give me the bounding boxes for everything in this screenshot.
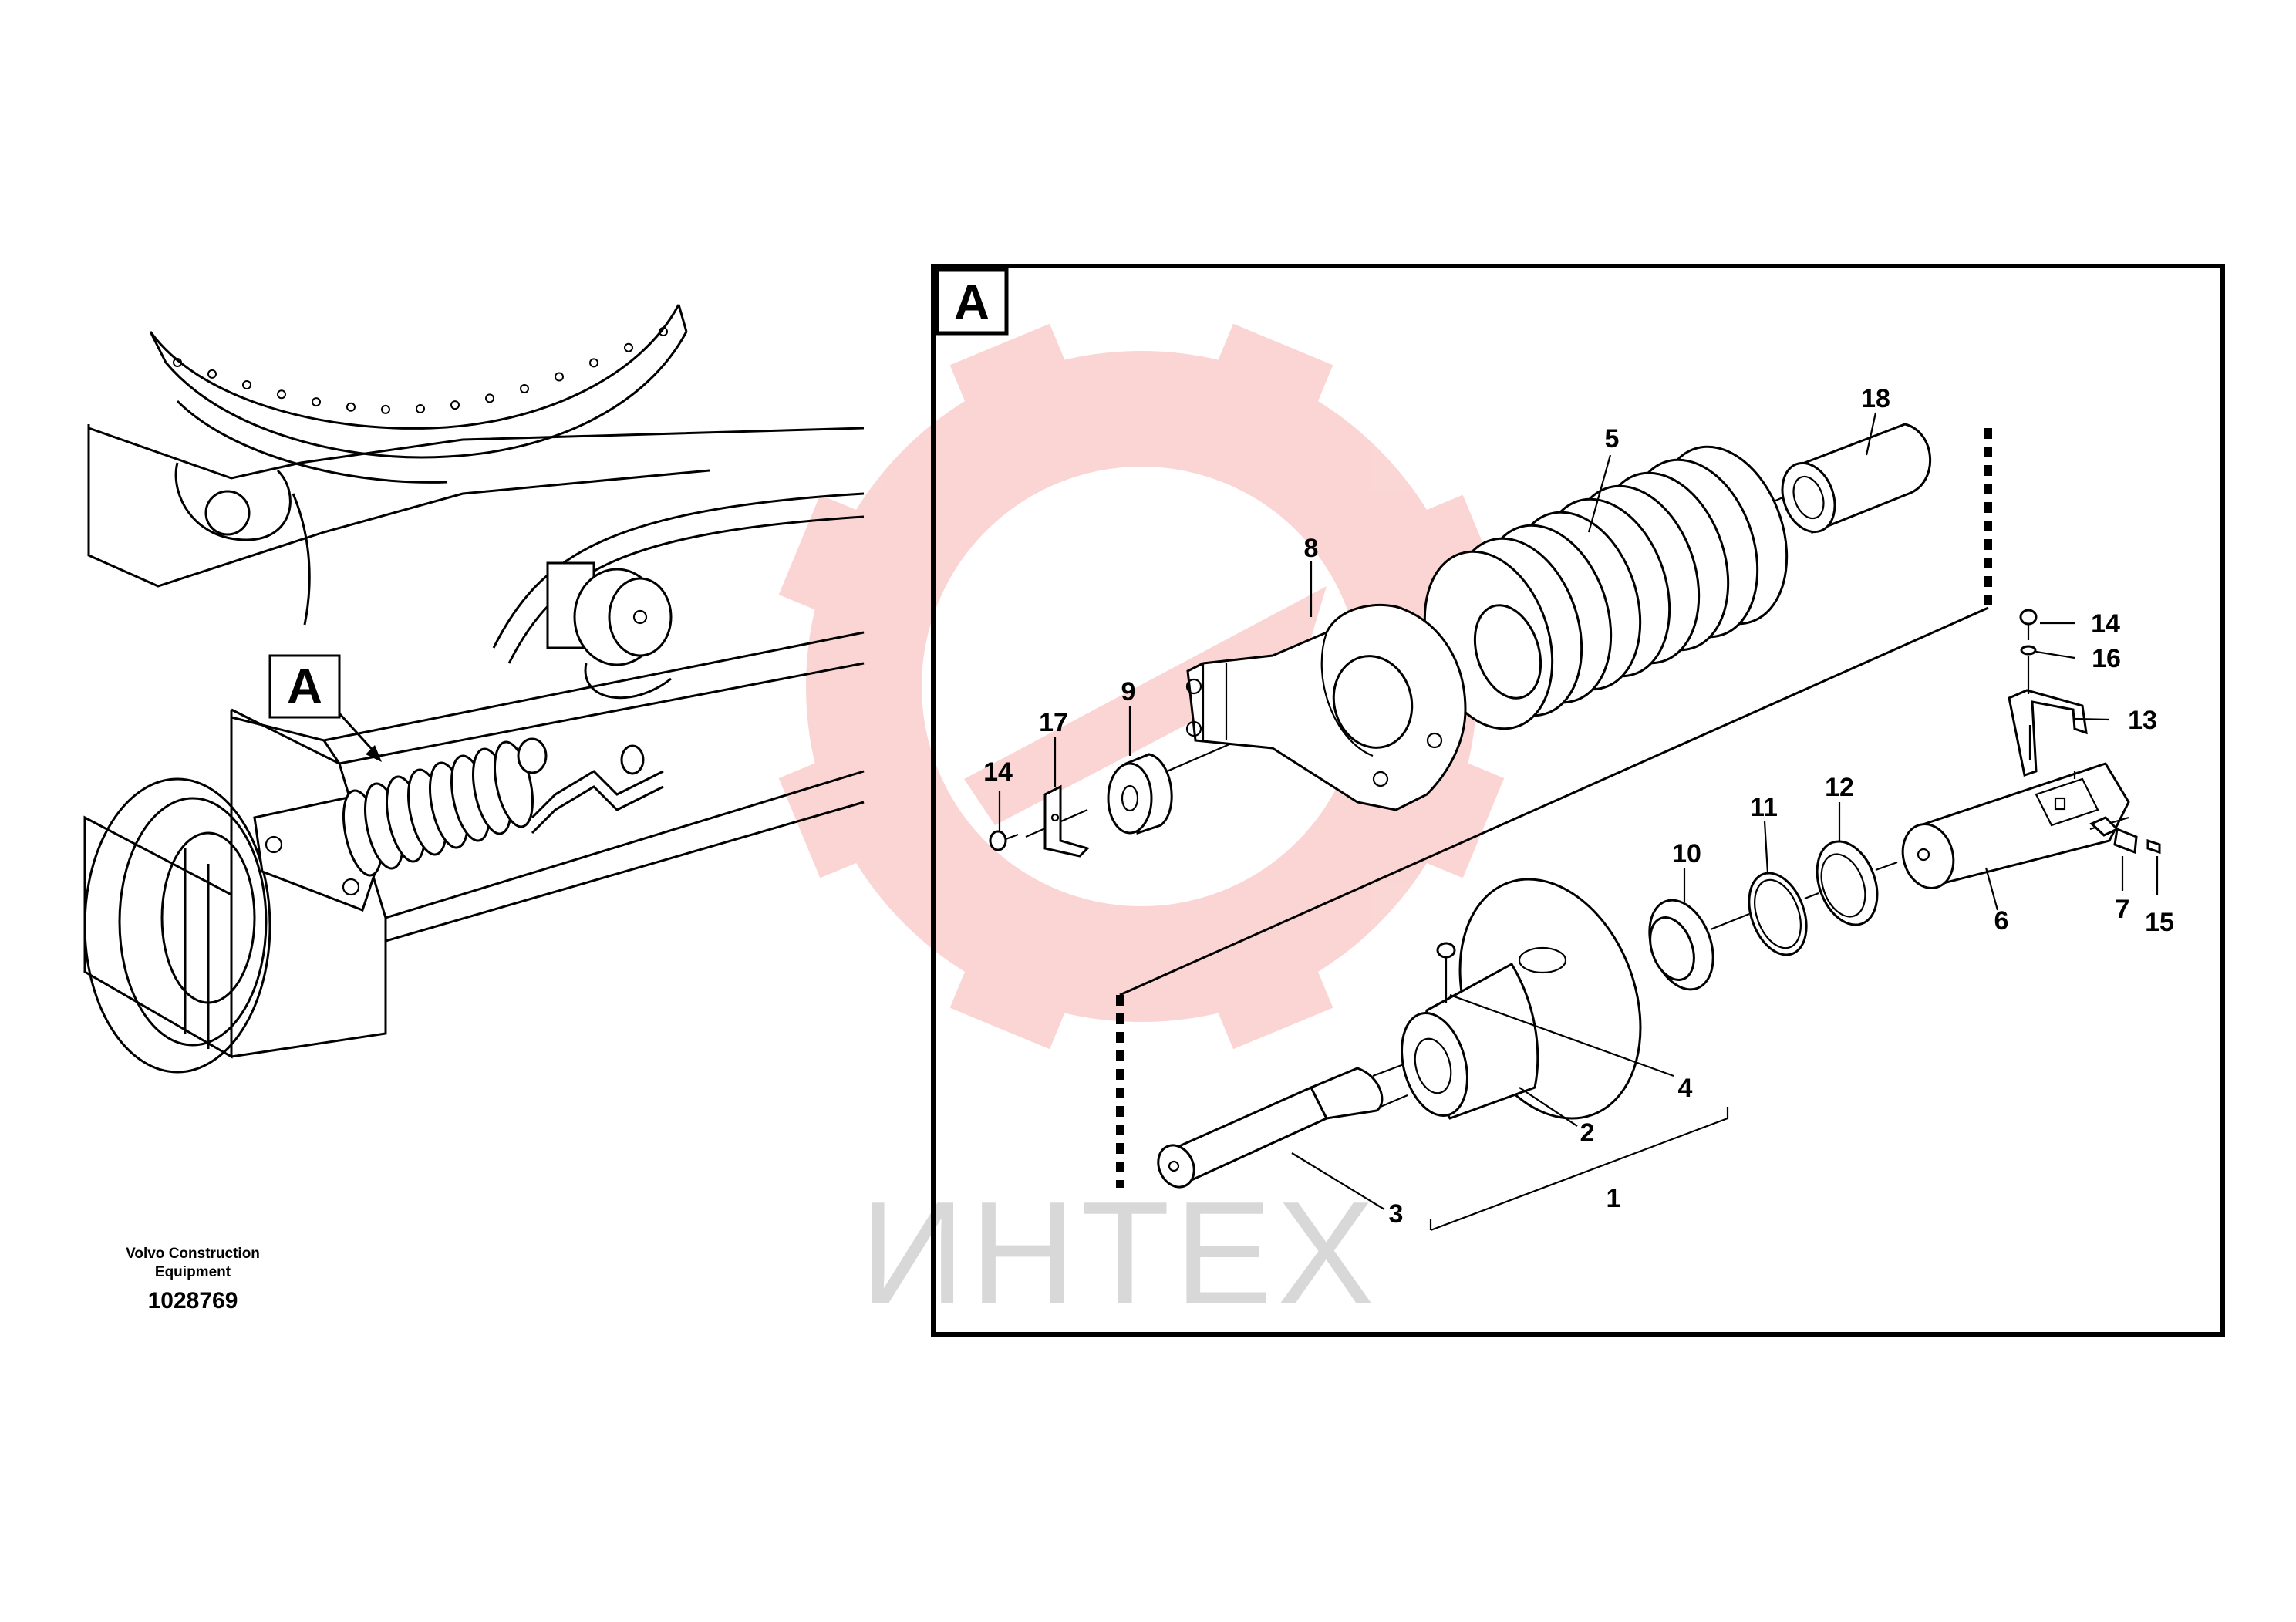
callout-14-top: 14 [2091,609,2120,639]
callout-labels: 1 2 3 4 5 6 7 8 9 10 11 12 13 14 14 15 1… [983,384,2174,1229]
callout-11: 11 [1750,793,1778,822]
callout-17: 17 [1039,708,1068,737]
part-nut [1107,753,1173,835]
callout-16: 16 [2092,644,2121,673]
callout-leaders [998,412,2159,1232]
part-pin-bolt [1436,942,1456,1003]
manufacturer-name: Volvo Construction Equipment [126,1246,260,1280]
part-idler-support [1401,878,1642,1120]
drawing-caption: Volvo Construction Equipment 1028769 [100,1245,285,1314]
callout-3: 3 [1389,1199,1404,1229]
part-washer [2020,645,2037,656]
part-cylinder [1901,762,2130,889]
callout-13: 13 [2128,706,2157,735]
part-seal [1648,899,1714,991]
callout-10: 10 [1672,839,1701,868]
callout-8: 8 [1304,534,1319,563]
part-spacer-tube [1781,423,1932,534]
part-bracket [1185,603,1467,811]
callout-9: 9 [1121,677,1136,706]
drawing-number: 1028769 [147,1288,238,1313]
callout-1: 1 [1607,1184,1621,1213]
callout-15: 15 [2145,908,2174,937]
spring-bore [1473,604,1542,700]
undercarriage-overview: A [83,304,865,1074]
part-grease-fitting [2146,838,2161,855]
callout-14-left: 14 [983,757,1013,787]
assembly-boundary-dashed [1116,428,1992,1188]
part-bolt-left [989,830,1019,851]
callout-2: 2 [1580,1118,1595,1148]
part-grease-valve [2089,816,2138,855]
detail-frame [931,264,2225,1337]
part-bolt-top [2019,609,2038,640]
callout-7: 7 [2116,895,2130,924]
watermark-text: ИНТЕХ [860,1172,1379,1335]
callout-18: 18 [1861,384,1890,413]
part-recoil-spring [1423,445,1789,730]
part-shaft [1157,1063,1408,1189]
overview-marker-box [268,654,341,719]
overview-marker-label: A [287,659,322,714]
callout-12: 12 [1825,773,1854,802]
callout-6: 6 [1994,906,2009,936]
detail-marker-box [935,268,1009,336]
callout-4: 4 [1678,1074,1693,1103]
detail-marker-label: A [954,275,990,330]
part-clip-plate [1043,784,1090,858]
part-ring [1816,840,1879,926]
part-o-ring [1748,872,1808,956]
part-lock-plate [2008,689,2088,777]
callout-5: 5 [1605,424,1620,454]
